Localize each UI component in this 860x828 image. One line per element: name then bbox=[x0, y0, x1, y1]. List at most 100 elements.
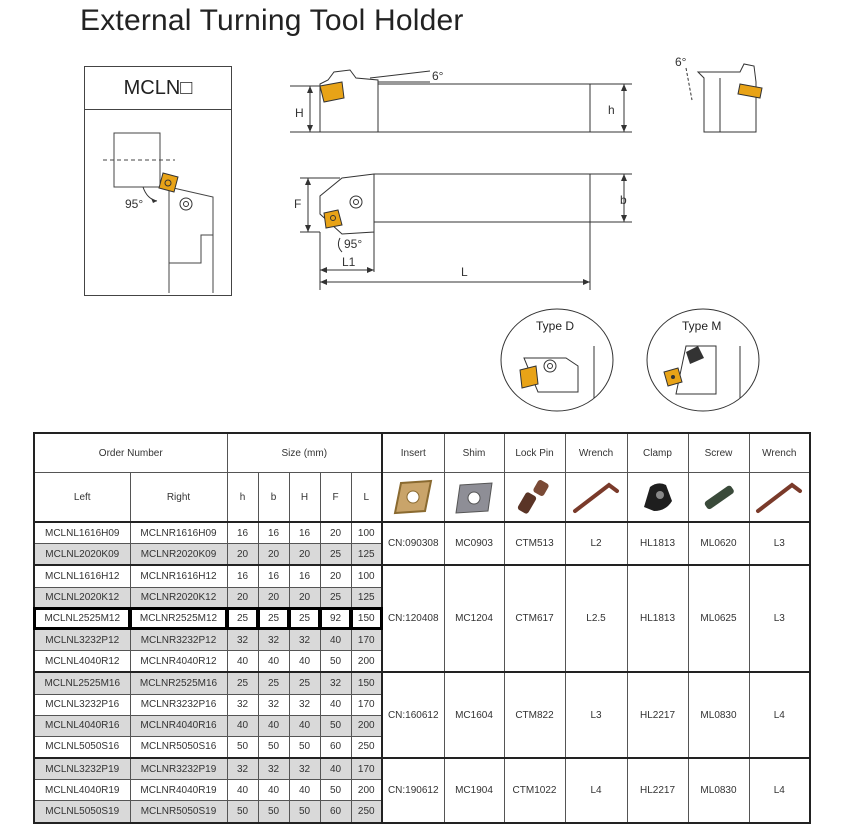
order-left: MCLNL3232P12 bbox=[33, 628, 131, 652]
size-F: 20 bbox=[319, 564, 352, 588]
component-clamp: HL2217 bbox=[626, 671, 689, 759]
size-L: 150 bbox=[350, 671, 383, 695]
model-top-view: 95° bbox=[103, 132, 214, 293]
order-left: MCLNL5050S16 bbox=[33, 735, 131, 759]
size-b: 25 bbox=[257, 671, 290, 695]
order-right: MCLNR3232P12 bbox=[129, 628, 228, 652]
size-H: 20 bbox=[288, 586, 321, 609]
size-H: 40 bbox=[288, 779, 321, 802]
order-left: MCLNL4040R12 bbox=[33, 650, 131, 673]
dim-L-label: L bbox=[461, 265, 468, 279]
size-h: 20 bbox=[226, 586, 259, 609]
component-lock-pin: CTM617 bbox=[503, 564, 566, 673]
order-right: MCLNR2525M16 bbox=[129, 671, 228, 695]
side-angle-6-label: 6° bbox=[432, 69, 444, 83]
order-left: MCLNL3232P16 bbox=[33, 693, 131, 716]
header-L: L bbox=[350, 472, 383, 523]
size-L: 200 bbox=[350, 650, 383, 673]
size-H: 40 bbox=[288, 714, 321, 737]
component-screw: ML0830 bbox=[687, 757, 750, 824]
order-right: MCLNR4040R12 bbox=[129, 650, 228, 673]
size-b: 32 bbox=[257, 628, 290, 652]
dim-H-label: H bbox=[295, 106, 304, 120]
dim-F-label: F bbox=[294, 197, 301, 211]
size-H: 32 bbox=[288, 628, 321, 652]
component-insert: CN:160612 bbox=[381, 671, 445, 759]
model-diagram-box: MCLN□ 95° bbox=[84, 66, 232, 296]
size-h: 32 bbox=[226, 693, 259, 716]
component-wrench1: L4 bbox=[564, 757, 628, 824]
size-F: 60 bbox=[319, 800, 352, 824]
size-b: 20 bbox=[257, 543, 290, 566]
header-insert: Insert bbox=[381, 432, 445, 473]
size-h: 40 bbox=[226, 650, 259, 673]
order-right: MCLNR1616H12 bbox=[129, 564, 228, 588]
header-h: h bbox=[226, 472, 259, 523]
order-left: MCLNL3232P19 bbox=[33, 757, 131, 781]
size-h: 16 bbox=[226, 521, 259, 545]
order-left: MCLNL4040R19 bbox=[33, 779, 131, 802]
order-right: MCLNR4040R16 bbox=[129, 714, 228, 737]
type-d-label: Type D bbox=[536, 319, 574, 333]
size-H: 25 bbox=[288, 607, 321, 631]
size-F: 40 bbox=[319, 628, 352, 652]
component-wrench1: L2 bbox=[564, 520, 628, 566]
component-insert: CN:190612 bbox=[381, 757, 445, 824]
component-shim: MC1904 bbox=[443, 757, 505, 824]
order-right: MCLNR2020K12 bbox=[129, 586, 228, 609]
component-wrench2: L3 bbox=[748, 520, 811, 566]
size-F: 40 bbox=[319, 757, 352, 781]
order-right: MCLNR5050S16 bbox=[129, 735, 228, 759]
size-F: 25 bbox=[319, 543, 352, 566]
header-order-number: Order Number bbox=[33, 432, 228, 473]
angle-95-label: 95° bbox=[125, 197, 143, 211]
size-b: 16 bbox=[257, 564, 290, 588]
component-wrench1: L3 bbox=[564, 671, 628, 759]
size-L: 100 bbox=[350, 521, 383, 545]
component-clamp: HL2217 bbox=[626, 757, 689, 824]
size-b: 50 bbox=[257, 800, 290, 824]
size-F: 20 bbox=[319, 521, 352, 545]
size-h: 25 bbox=[226, 607, 259, 631]
component-clamp: HL1813 bbox=[626, 564, 689, 673]
order-left: MCLNL2525M12 bbox=[33, 607, 131, 631]
size-L: 170 bbox=[350, 693, 383, 716]
order-left: MCLNL4040R16 bbox=[33, 714, 131, 737]
header-wrench: Wrench bbox=[564, 432, 628, 473]
component-wrench1: L2.5 bbox=[564, 564, 628, 673]
order-right: MCLNR1616H09 bbox=[129, 521, 228, 545]
size-h: 50 bbox=[226, 800, 259, 824]
size-L: 150 bbox=[350, 607, 383, 631]
header-shim: Shim bbox=[443, 432, 505, 473]
size-F: 92 bbox=[319, 607, 352, 631]
order-right: MCLNR3232P19 bbox=[129, 757, 228, 781]
screw-icon bbox=[687, 472, 750, 523]
holder-drawings: 6° H h F b 95° L1 L bbox=[290, 69, 632, 290]
order-left: MCLNL2020K09 bbox=[33, 543, 131, 566]
header-clamp: Clamp bbox=[626, 432, 689, 473]
size-L: 250 bbox=[350, 735, 383, 759]
size-b: 32 bbox=[257, 757, 290, 781]
size-F: 50 bbox=[319, 714, 352, 737]
order-right: MCLNR4040R19 bbox=[129, 779, 228, 802]
size-h: 32 bbox=[226, 628, 259, 652]
size-h: 50 bbox=[226, 735, 259, 759]
header-screw: Screw bbox=[687, 432, 750, 473]
model-label: MCLN□ bbox=[85, 67, 231, 110]
component-insert: CN:090308 bbox=[381, 520, 445, 566]
size-h: 40 bbox=[226, 714, 259, 737]
size-L: 200 bbox=[350, 714, 383, 737]
size-h: 20 bbox=[226, 543, 259, 566]
order-right: MCLNR2525M12 bbox=[129, 607, 228, 631]
header-F: F bbox=[319, 472, 352, 523]
header-H: H bbox=[288, 472, 321, 523]
end-view: 6° bbox=[675, 55, 763, 133]
page-title: External Turning Tool Holder bbox=[80, 4, 464, 37]
size-h: 32 bbox=[226, 757, 259, 781]
